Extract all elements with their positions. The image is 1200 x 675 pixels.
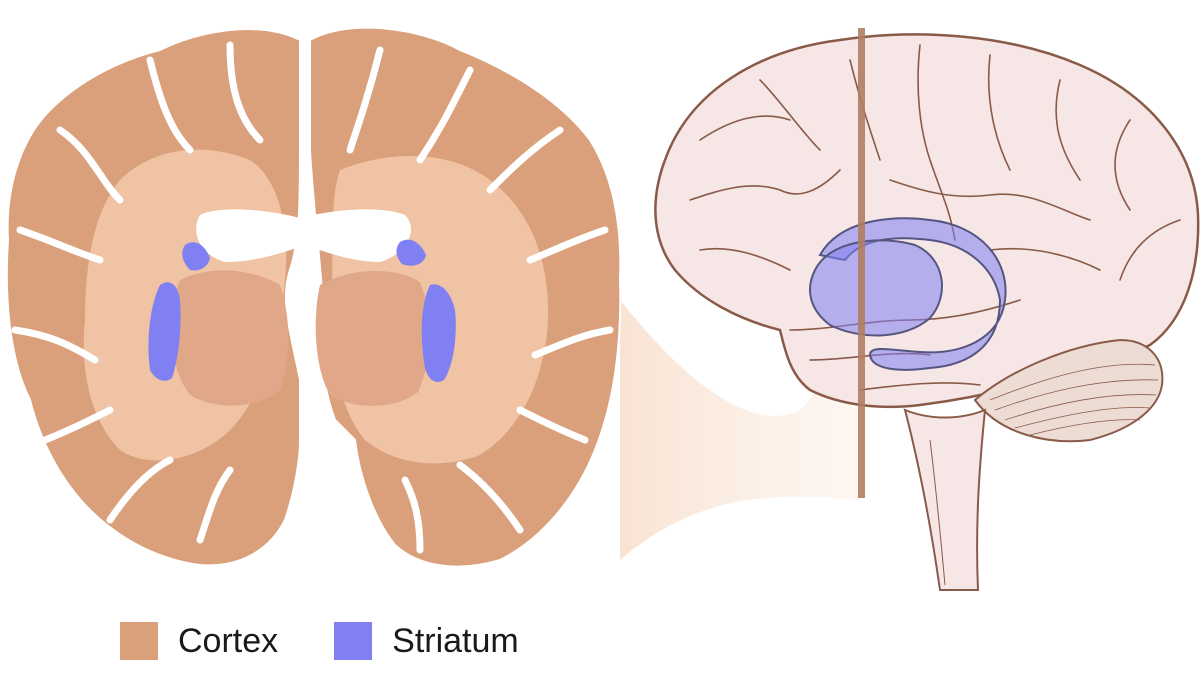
left-putamen bbox=[148, 282, 181, 381]
putamen bbox=[809, 239, 943, 337]
lateral-brain bbox=[654, 28, 1200, 591]
coronal-section bbox=[5, 26, 622, 568]
right-caudate bbox=[396, 239, 426, 266]
striatum-lateral bbox=[809, 217, 1007, 371]
legend-item-cortex: Cortex bbox=[120, 620, 278, 662]
caudate-body bbox=[818, 217, 1007, 371]
legend: Cortex Striatum bbox=[120, 620, 575, 662]
ventricles bbox=[196, 209, 411, 262]
cortex-swatch-icon bbox=[120, 622, 158, 660]
right-putamen bbox=[421, 284, 456, 382]
striatum-swatch-icon bbox=[334, 622, 373, 660]
projection-beam bbox=[620, 30, 860, 560]
brainstem bbox=[903, 408, 987, 591]
right-thalamus bbox=[315, 271, 430, 406]
cerebellum-folia bbox=[989, 363, 1159, 436]
third-ventricle bbox=[294, 240, 306, 290]
section-plane-line bbox=[858, 28, 865, 498]
legend-item-striatum: Striatum bbox=[334, 620, 519, 662]
left-thalamus bbox=[171, 270, 289, 406]
sulci bbox=[11, 41, 614, 554]
legend-label-cortex: Cortex bbox=[178, 622, 279, 660]
left-caudate bbox=[182, 242, 210, 271]
legend-label-striatum: Striatum bbox=[392, 622, 519, 660]
striatum-coronal bbox=[148, 239, 456, 382]
